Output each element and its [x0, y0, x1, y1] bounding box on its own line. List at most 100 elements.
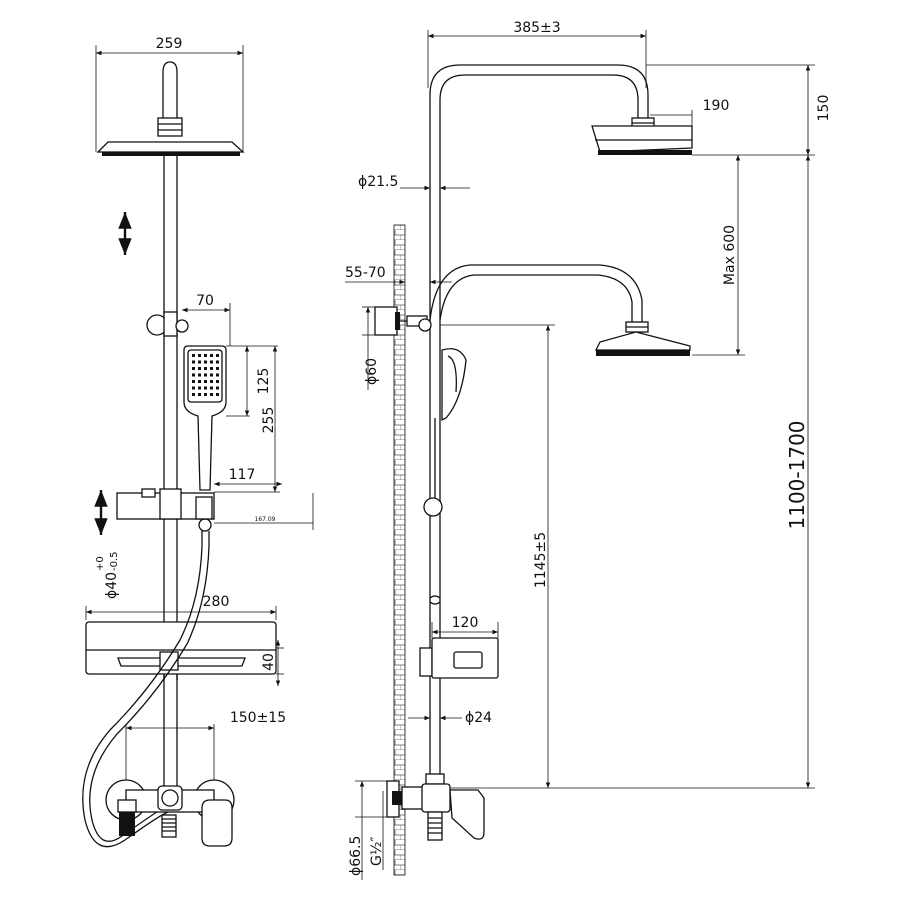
- spray-nozzle: [216, 386, 219, 390]
- spray-nozzle: [210, 354, 213, 357]
- head-drop-dimension: 150: [646, 64, 832, 156]
- spray-nozzle: [198, 386, 201, 390]
- front-shelf: [85, 621, 277, 675]
- tube-dia-dimension: ϕ21.5: [358, 174, 470, 191]
- spray-nozzle: [216, 393, 219, 396]
- spray-nozzle: [216, 354, 219, 357]
- wall-section: [393, 224, 406, 876]
- head-drop-label: 150: [816, 95, 832, 122]
- side-arm-upper: [429, 64, 693, 320]
- spray-nozzle: [216, 367, 219, 370]
- shelf-height-dimension: 40: [261, 640, 284, 686]
- spray-nozzle: [204, 393, 207, 396]
- spray-nozzle: [198, 393, 201, 396]
- overall-height-label: 1100-1700: [785, 420, 809, 529]
- shelf-width-label: 280: [203, 594, 230, 610]
- spray-nozzle: [204, 354, 207, 357]
- head-width-dimension: 259: [95, 36, 244, 152]
- slider-width-dimension: 117 167.09: [214, 467, 314, 530]
- spray-nozzle: [210, 373, 213, 377]
- spray-nozzle: [192, 386, 195, 390]
- side-mixer-valve: [386, 773, 815, 841]
- front-wall-bracket: [146, 311, 189, 337]
- spray-nozzle: [210, 380, 213, 383]
- lower-pipe-dia-label: ϕ24: [465, 710, 492, 726]
- spray-nozzle: [192, 393, 195, 396]
- front-slider: [116, 488, 215, 546]
- spray-nozzle: [198, 373, 201, 377]
- head-width-label: 259: [156, 36, 183, 52]
- bracket-dia-label: ϕ60: [364, 358, 380, 385]
- front-view: 259: [82, 36, 314, 848]
- spray-nozzle: [210, 393, 213, 396]
- overall-height-dimension: 1100-1700: [785, 155, 811, 788]
- wall-gap-label: 55-70: [345, 265, 386, 281]
- spray-nozzle: [216, 373, 219, 377]
- side-wall-bracket: [374, 306, 432, 336]
- spray-nozzle: [210, 367, 213, 370]
- shelf-height-label: 40: [261, 653, 277, 671]
- arm-reach-dimension: 385±3: [427, 20, 647, 88]
- arm-reach-label: 385±3: [513, 20, 560, 36]
- spray-nozzle: [192, 380, 195, 383]
- front-handheld-shower: [183, 345, 227, 491]
- front-shower-head: [96, 61, 245, 156]
- side-head-dia-label: 190: [703, 98, 730, 114]
- front-lower-pipe: [163, 674, 178, 786]
- handheld-length-label: 125: [256, 368, 272, 395]
- spray-nozzle: [192, 360, 195, 364]
- side-height-label: 1145±5: [533, 532, 549, 588]
- wall-gap-dimension: 55-70: [345, 265, 452, 285]
- handheld-offset-label: 255: [261, 407, 277, 434]
- spray-nozzle: [210, 386, 213, 390]
- pole-dia-label: ϕ40: [104, 572, 120, 599]
- side-view: 385±3 190 150 ϕ21.5: [345, 20, 832, 880]
- spray-nozzle: [204, 386, 207, 390]
- side-shelf: 120: [419, 615, 499, 679]
- front-mixer-valve: [105, 779, 235, 847]
- spray-nozzle: [198, 354, 201, 357]
- pole-diameter-dimension: ϕ40 +0 -0.5: [95, 551, 120, 599]
- side-head-dia-dimension: 190: [650, 98, 729, 126]
- spray-nozzle: [216, 360, 219, 364]
- spray-nozzle: [204, 360, 207, 364]
- bracket-depth-label: 70: [196, 293, 214, 309]
- max-adjust-dimension: Max 600: [692, 155, 745, 356]
- spray-nozzle: [192, 354, 195, 357]
- side-arm-lower: [429, 264, 691, 356]
- thread-dimension: G½″: [369, 791, 385, 870]
- thread-label: G½″: [369, 836, 385, 866]
- front-riser-pole: [163, 156, 178, 680]
- side-height-dimension: 1145±5: [440, 324, 555, 788]
- spray-nozzle: [198, 367, 201, 370]
- spray-nozzle: [192, 373, 195, 377]
- spray-nozzle: [204, 367, 207, 370]
- spray-nozzle: [210, 360, 213, 364]
- slider-width-label: 117: [229, 467, 256, 483]
- spray-nozzle: [192, 367, 195, 370]
- pole-tol-lower-label: -0.5: [109, 551, 120, 571]
- spray-nozzle: [216, 380, 219, 383]
- spray-nozzle: [198, 360, 201, 364]
- handheld-offset-dimension: 255: [214, 346, 280, 493]
- lower-pipe-dia-dimension: ϕ24: [408, 710, 492, 726]
- spray-nozzle: [204, 373, 207, 377]
- side-shelf-width-label: 120: [452, 615, 479, 631]
- side-riser-pole: [429, 320, 441, 780]
- valve-centers-dimension: 150±15: [125, 710, 286, 790]
- valve-centers-label: 150±15: [230, 710, 286, 726]
- spray-nozzle: [204, 380, 207, 383]
- spray-nozzle-grid: [192, 354, 219, 396]
- tube-dia-label: ϕ21.5: [358, 174, 398, 190]
- spray-nozzle: [198, 380, 201, 383]
- flange-dia-dimension: ϕ66.5: [348, 780, 387, 880]
- pole-tol-upper-label: +0: [95, 556, 106, 571]
- max-adjust-label: Max 600: [722, 225, 738, 285]
- side-handheld-shower: [423, 348, 467, 517]
- shelf-width-dimension: 280: [85, 594, 277, 620]
- bracket-depth-dimension: 70: [182, 293, 231, 346]
- slider-small-label: 167.09: [255, 516, 276, 523]
- flange-dia-label: ϕ66.5: [348, 836, 364, 876]
- bracket-dia-dimension: ϕ60: [362, 306, 380, 390]
